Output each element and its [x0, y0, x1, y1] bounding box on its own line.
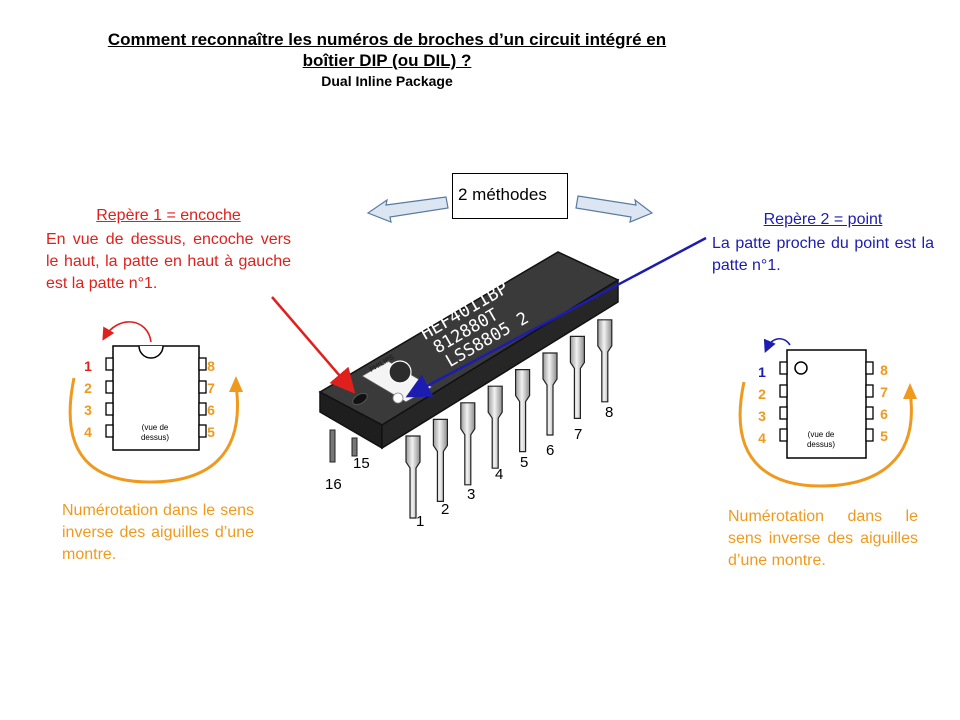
right-chip-pin-8: 8	[880, 362, 888, 378]
left-chip-pin-2: 2	[84, 380, 92, 396]
left-chip-pin-6: 6	[207, 402, 215, 418]
repere1-title: Repère 1 = encoche	[96, 207, 241, 224]
page-title: Comment reconnaître les numéros de broch…	[60, 29, 714, 71]
right-chip-pin-6: 6	[880, 406, 888, 422]
repere1-text: En vue de dessus, encoche vers le haut, …	[46, 231, 291, 292]
front-pin-7	[569, 335, 585, 419]
methods-box: 2 méthodes	[452, 173, 568, 219]
curved-arrow-notch	[102, 321, 152, 343]
right-chip-view-label: (vue de dessus)	[806, 430, 835, 449]
big-chip-pin-5-label: 5	[520, 454, 529, 471]
big-chip-pin-3-label: 3	[467, 486, 476, 503]
right-block-arrow	[575, 195, 654, 223]
left-chip-pin-5: 5	[207, 424, 215, 440]
front-pin-2	[432, 418, 448, 502]
numbering-note-left: Numérotation dans le sens inverse des ai…	[62, 502, 254, 563]
front-pins	[405, 319, 613, 519]
back-pins	[329, 429, 358, 463]
right-chip-pin-7: 7	[880, 384, 888, 400]
right-chip-pin-3: 3	[758, 408, 766, 424]
right-chip-pin-4: 4	[758, 430, 766, 446]
left-chip-pin-8: 8	[207, 358, 215, 374]
front-pin-5	[515, 369, 531, 453]
big-chip-pin-7-label: 7	[574, 426, 583, 443]
big-chip-pin-8-label: 8	[605, 404, 614, 421]
big-chip-pin-16-label: 16	[325, 476, 342, 493]
big-chip-pin-1-label: 1	[416, 513, 425, 530]
left-chip-view-label: (vue de dessus)	[140, 423, 169, 442]
left-chip-pin-4: 4	[84, 424, 92, 440]
left-chip-pin-3: 3	[84, 402, 92, 418]
orange-loop-1	[68, 377, 239, 484]
repere2-text: La patte proche du point est la patte n°…	[712, 235, 934, 274]
title-line-2: boîtier DIP (ou DIL) ?	[302, 51, 472, 70]
repere2-title: Repère 2 = point	[763, 211, 883, 228]
left-chip-pin-1: 1	[84, 358, 92, 374]
right-chip-pin-5: 5	[880, 428, 888, 444]
left-chip-pin-7: 7	[207, 380, 215, 396]
big-chip-pin-2-label: 2	[441, 501, 450, 518]
orange-loop-2	[738, 381, 913, 488]
front-pin-4	[487, 385, 503, 469]
dip16-chip: HEF4011BP 812880T LSS8805 2 PHILIPS	[318, 251, 620, 519]
red-arrow	[271, 296, 356, 394]
front-pin-8	[597, 319, 613, 403]
big-chip-pin-4-label: 4	[495, 466, 504, 483]
small-chip-notch	[68, 321, 243, 484]
front-pin-1	[405, 435, 421, 519]
big-chip-pin-6-label: 6	[546, 442, 555, 459]
title-line-1: Comment reconnaître les numéros de broch…	[107, 30, 667, 49]
small-chip-dot	[738, 338, 917, 488]
front-pin-3	[460, 402, 476, 486]
curved-arrow-dot	[763, 338, 791, 353]
front-pin-6	[542, 352, 558, 436]
numbering-note-right: Numérotation dans le sens inverse des ai…	[728, 508, 918, 569]
right-chip-pin-1: 1	[758, 364, 766, 380]
right-chip-pin-2: 2	[758, 386, 766, 402]
blue-arrow	[405, 236, 707, 398]
left-block-arrow	[366, 196, 449, 223]
page-subtitle: Dual Inline Package	[321, 73, 453, 89]
big-chip-pin-15-label: 15	[353, 455, 370, 472]
